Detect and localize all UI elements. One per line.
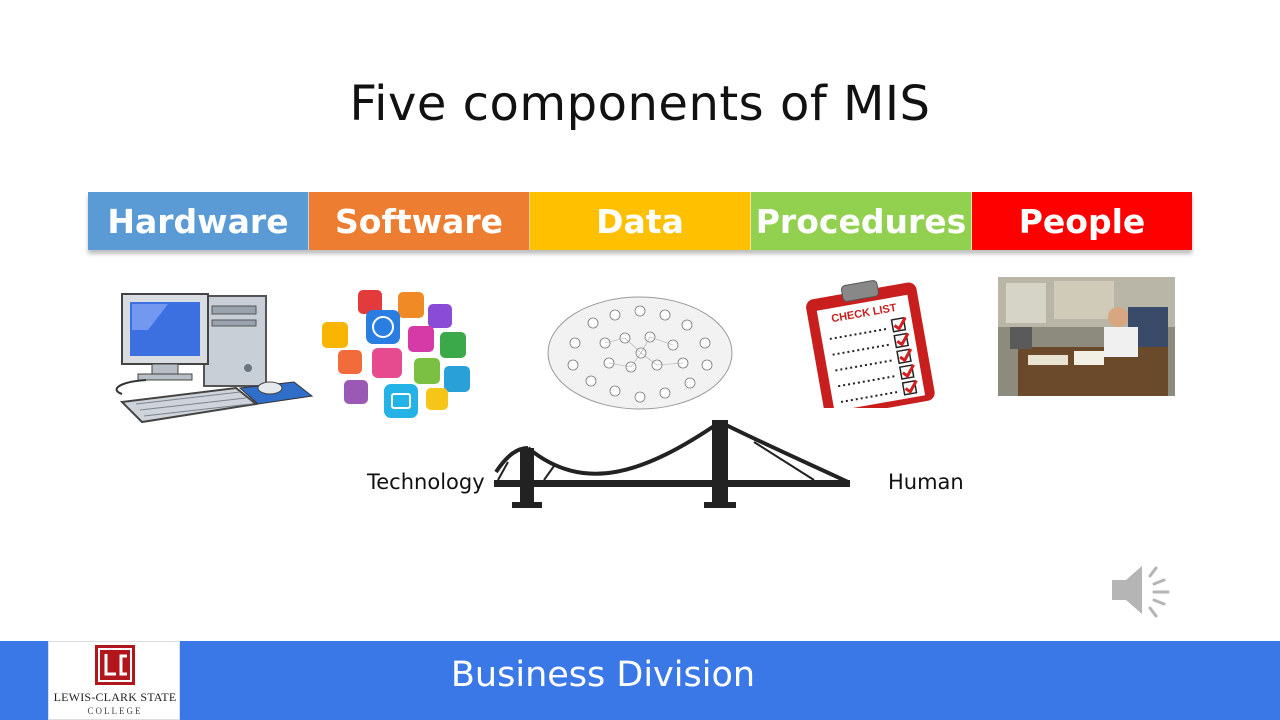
component-people: People (972, 192, 1192, 250)
footer-bar (0, 641, 1280, 720)
data-network-icon (545, 293, 735, 413)
checklist-icon: CHECK LIST (795, 276, 945, 408)
bridge-icon (494, 414, 850, 510)
bridge-left-label: Technology (367, 470, 485, 494)
component-software: Software (309, 192, 530, 250)
components-bar: Hardware Software Data Procedures People (88, 192, 1192, 250)
bridge-right-label: Human (888, 470, 964, 494)
logo-line1: LEWIS-CLARK STATE (53, 690, 177, 704)
app-icons (320, 288, 480, 424)
college-logo: LEWIS-CLARK STATE COLLEGE (48, 641, 180, 720)
computer-icon (108, 290, 314, 426)
office-worker-photo (998, 277, 1175, 396)
speaker-icon[interactable] (1108, 558, 1176, 627)
footer-title: Business Division (450, 655, 756, 695)
component-procedures: Procedures (751, 192, 972, 250)
component-data: Data (530, 192, 751, 250)
slide-title: Five components of MIS (349, 76, 931, 132)
component-hardware: Hardware (88, 192, 309, 250)
logo-line2: COLLEGE (87, 706, 143, 716)
